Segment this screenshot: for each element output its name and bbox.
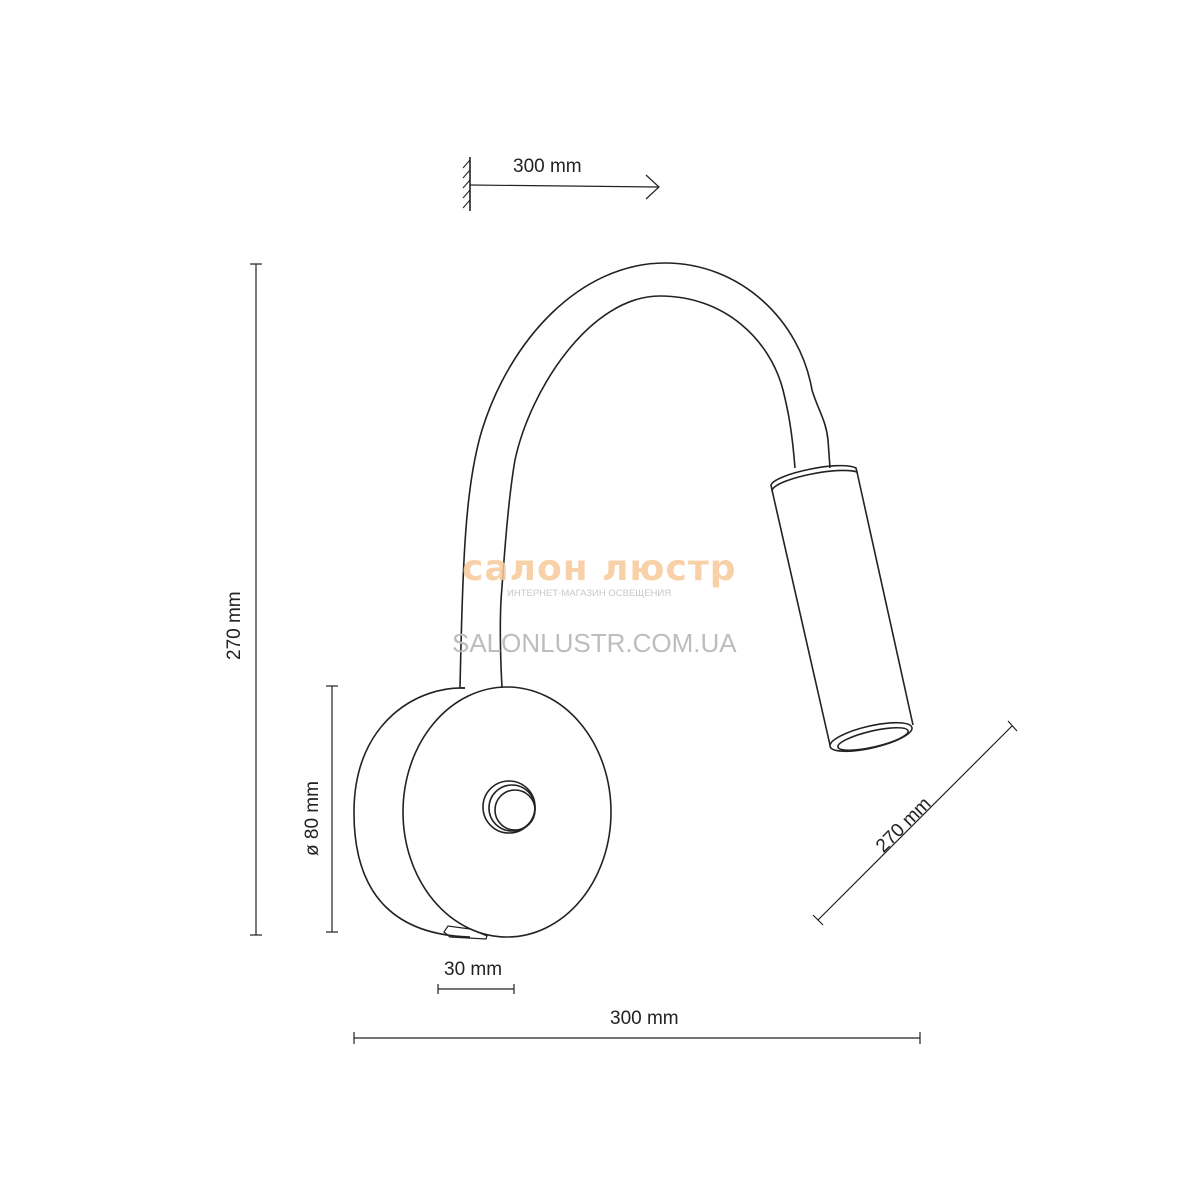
wall-base — [353, 686, 612, 940]
switch-button — [482, 780, 536, 834]
watermark-brand: салон люстр — [462, 548, 737, 589]
wall-hatch-icon — [462, 157, 471, 211]
height-label: 270 mm — [224, 591, 245, 660]
lamp-head — [770, 464, 914, 753]
arm-length-dimension-line — [812, 720, 1018, 926]
width-label: 300 mm — [610, 1008, 679, 1029]
watermark-site: SALONLUSTR.COM.UA — [452, 628, 737, 658]
height-dimension-line — [250, 263, 262, 936]
depth-dimension-line — [437, 984, 515, 994]
wall-projection-label: 300 mm — [513, 156, 582, 177]
watermark-tagline: ИНТЕРНЕТ-МАГАЗИН ОСВЕЩЕНИЯ — [507, 588, 672, 599]
flexible-arm — [459, 262, 831, 689]
diameter-label: ø 80 mm — [302, 781, 323, 856]
depth-label: 30 mm — [444, 959, 503, 980]
width-dimension-line — [353, 1032, 921, 1044]
projection-arrow — [469, 174, 660, 200]
diameter-dimension-line — [326, 685, 338, 933]
